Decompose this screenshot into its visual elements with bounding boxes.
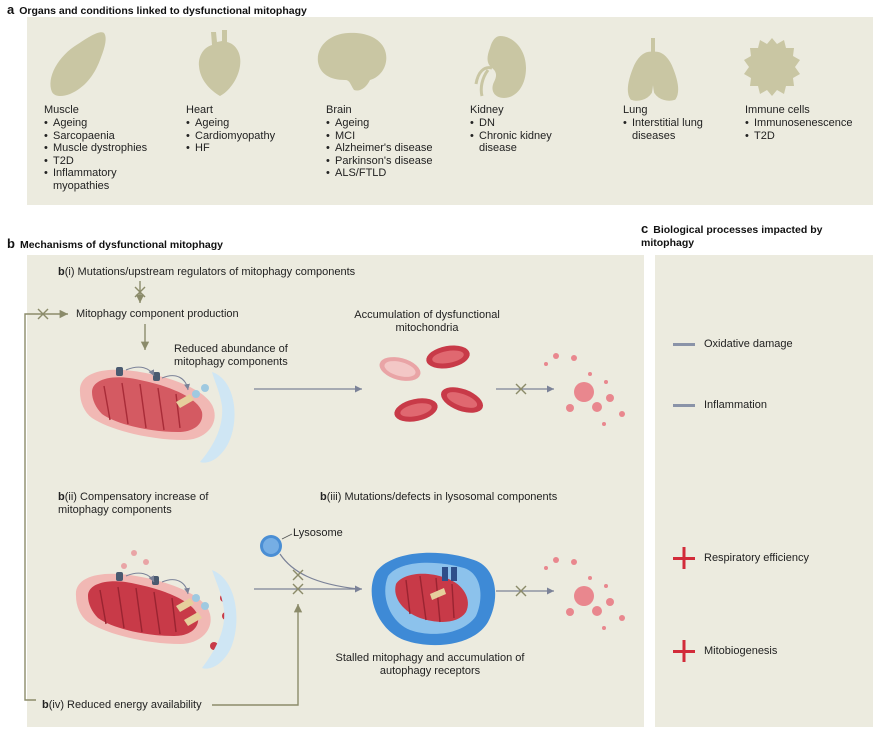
dysfunctional-mitochondria bbox=[379, 345, 484, 422]
condition-item: Chronic kidney disease bbox=[470, 130, 561, 155]
organ-immune-cells: Immune cells Immunosenescence T2D bbox=[745, 104, 852, 142]
panel-a-background bbox=[27, 17, 873, 205]
panel-c-title: Biological processes impacted by mitopha… bbox=[641, 224, 823, 249]
organ-title: Heart bbox=[186, 104, 213, 116]
block-x-icon bbox=[292, 569, 304, 595]
label-b-ii: b(ii) Compensatory increase of mitophagy… bbox=[58, 491, 228, 517]
panel-b-heading: b Mechanisms of dysfunctional mitophagy bbox=[7, 236, 223, 251]
label-b-iv-tag: b bbox=[42, 699, 49, 711]
condition-item: Immunosenescence bbox=[745, 117, 852, 130]
plus-icon bbox=[673, 640, 695, 662]
condition-list: Ageing Sarcopaenia Muscle dystrophies T2… bbox=[44, 117, 147, 193]
condition-item: Muscle dystrophies bbox=[44, 142, 147, 155]
organ-title: Immune cells bbox=[745, 104, 810, 116]
phagophore-top bbox=[200, 372, 235, 463]
condition-item: Sarcopaenia bbox=[44, 130, 147, 143]
phagophore-bottom bbox=[202, 570, 237, 669]
condition-item: T2D bbox=[745, 130, 852, 143]
label-reduced-abundance: Reduced abundance of mitophagy component… bbox=[174, 343, 288, 368]
process-respiratory-efficiency: Respiratory efficiency bbox=[704, 552, 809, 564]
panel-a-letter: a bbox=[7, 2, 15, 17]
lysosome-pointer bbox=[281, 533, 293, 540]
label-b-iii-text: (iii) Mutations/defects in lysosomal com… bbox=[326, 491, 558, 503]
organ-heart: Heart Ageing Cardiomyopathy HF bbox=[186, 104, 275, 155]
condition-item: Cardiomyopathy bbox=[186, 130, 275, 143]
organ-lung: Lung Interstitial lung diseases bbox=[623, 104, 718, 142]
condition-item: Ageing bbox=[44, 117, 147, 130]
condition-item: ALS/FTLD bbox=[326, 167, 433, 180]
label-b-iv-text: (iv) Reduced energy availability bbox=[48, 699, 202, 711]
panel-b-title: Mechanisms of dysfunctional mitophagy bbox=[19, 239, 223, 251]
condition-item: T2D bbox=[44, 155, 147, 168]
process-inflammation: Inflammation bbox=[704, 399, 767, 411]
condition-item: HF bbox=[186, 142, 275, 155]
panel-a-title: Organs and conditions linked to dysfunct… bbox=[19, 5, 307, 17]
block-x-icon bbox=[134, 286, 146, 298]
panel-c-letter: c bbox=[641, 221, 649, 236]
condition-list: Ageing Cardiomyopathy HF bbox=[186, 117, 275, 155]
panel-c-background bbox=[655, 255, 873, 727]
condition-item: DN bbox=[470, 117, 561, 130]
block-x-icon bbox=[515, 383, 527, 395]
minus-icon bbox=[673, 343, 695, 346]
organ-kidney: Kidney DN Chronic kidney disease bbox=[470, 104, 561, 155]
condition-item: MCI bbox=[326, 130, 433, 143]
feedback-loop-line bbox=[24, 309, 68, 701]
label-b-iii-tag: b bbox=[320, 491, 327, 503]
panel-b-background bbox=[27, 255, 644, 727]
autolysosome bbox=[371, 552, 496, 646]
process-oxidative-damage: Oxidative damage bbox=[704, 338, 793, 350]
label-b-ii-text: (ii) Compensatory increase of mitophagy … bbox=[58, 491, 209, 516]
degraded-fragments-bottom bbox=[544, 557, 625, 630]
condition-item: Inflammatory myopathies bbox=[44, 167, 133, 192]
condition-item: Interstitial lung diseases bbox=[623, 117, 718, 142]
label-accumulation: Accumulation of dysfunctional mitochondr… bbox=[354, 309, 500, 334]
label-b-iv: b(iv) Reduced energy availability bbox=[42, 699, 202, 712]
condition-list: Immunosenescence T2D bbox=[745, 117, 852, 142]
condition-list: DN Chronic kidney disease bbox=[470, 117, 561, 155]
panel-a-heading: a Organs and conditions linked to dysfunc… bbox=[7, 2, 307, 17]
plus-icon bbox=[673, 547, 695, 569]
mitochondrion-cell-top bbox=[79, 366, 228, 440]
process-mitobiogenesis: Mitobiogenesis bbox=[704, 645, 778, 657]
panel-b-letter: b bbox=[7, 236, 15, 251]
condition-item: Alzheimer's disease bbox=[326, 142, 433, 155]
condition-item: Ageing bbox=[186, 117, 275, 130]
label-b-i-tag: b bbox=[58, 266, 65, 278]
condition-list: Ageing MCI Alzheimer's disease Parkinson… bbox=[326, 117, 433, 180]
energy-line bbox=[212, 604, 303, 706]
label-b-i: b(i) Mutations/upstream regulators of mi… bbox=[58, 266, 355, 279]
block-x-icon bbox=[515, 585, 527, 597]
organ-brain: Brain Ageing MCI Alzheimer's disease Par… bbox=[326, 104, 433, 180]
degraded-fragments-top bbox=[544, 353, 625, 426]
block-x-icon bbox=[37, 308, 49, 320]
label-lysosome: Lysosome bbox=[293, 527, 343, 539]
lysosome-fusion-line bbox=[279, 553, 359, 590]
organ-title: Muscle bbox=[44, 104, 79, 116]
minus-icon bbox=[673, 404, 695, 407]
label-stalled-mitophagy: Stalled mitophagy and accumulation of au… bbox=[335, 652, 525, 677]
organ-title: Kidney bbox=[470, 104, 504, 116]
mitochondrion-cell-bottom bbox=[75, 550, 230, 650]
label-production: Mitophagy component production bbox=[76, 308, 239, 320]
label-b-i-text: (i) Mutations/upstream regulators of mit… bbox=[64, 266, 356, 278]
organ-muscle: Muscle Ageing Sarcopaenia Muscle dystrop… bbox=[44, 104, 147, 193]
label-b-iii: b(iii) Mutations/defects in lysosomal co… bbox=[320, 491, 557, 504]
condition-item: Parkinson's disease bbox=[326, 155, 433, 168]
organ-title: Brain bbox=[326, 104, 352, 116]
organ-title: Lung bbox=[623, 104, 648, 116]
condition-list: Interstitial lung diseases bbox=[623, 117, 718, 142]
condition-item: Ageing bbox=[326, 117, 433, 130]
label-b-ii-tag: b bbox=[58, 491, 65, 503]
